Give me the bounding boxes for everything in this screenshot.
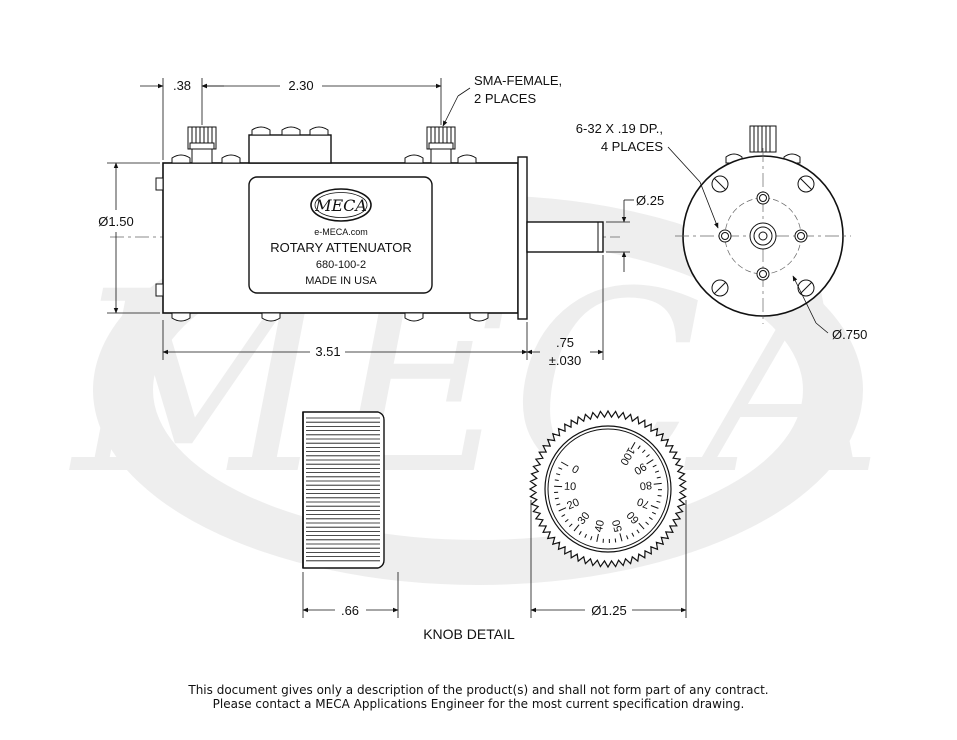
plate-origin: MADE IN USA bbox=[305, 275, 377, 287]
plate-part-number: 680-100-2 bbox=[316, 259, 366, 271]
sma-connector-left bbox=[187, 126, 217, 164]
knob-detail-title: KNOB DETAIL bbox=[423, 626, 515, 642]
dim-shaft-diameter: Ø.25 bbox=[636, 193, 664, 208]
disclaimer-line2: Please contact a MECA Applications Engin… bbox=[212, 697, 745, 711]
top-block bbox=[248, 134, 332, 164]
side-view: MECA e-MECA.com ROTARY ATTENUATOR 680-10… bbox=[110, 126, 620, 322]
end-view: 6-32 X .19 DP., 4 PLACES Ø.750 bbox=[576, 121, 868, 342]
plate-product: ROTARY ATTENUATOR bbox=[270, 240, 412, 255]
dial-number: 80 bbox=[639, 478, 652, 491]
knob-side-view: .66 bbox=[302, 411, 399, 618]
dial-number: 70 bbox=[636, 495, 652, 511]
sma-connector-right bbox=[426, 126, 456, 164]
dial-number: 90 bbox=[632, 460, 649, 477]
label-plate bbox=[248, 176, 433, 294]
disclaimer-line1: This document gives only a description o… bbox=[188, 683, 769, 697]
plate-url: e-MECA.com bbox=[314, 227, 368, 237]
dim-left-offset: .38 bbox=[173, 78, 191, 93]
tapped-holes bbox=[718, 191, 808, 281]
callout-sma-line2: 2 PLACES bbox=[474, 91, 536, 106]
dim-body-length: 3.51 bbox=[315, 344, 340, 359]
shaft bbox=[526, 221, 604, 253]
dial-number: 10 bbox=[564, 481, 577, 494]
dim-shaft-length: .75 bbox=[556, 335, 574, 350]
side-view-dimension-text: .38 2.30 Ø1.50 3.51 .75 ±.030 Ø.25 SMA-F… bbox=[98, 73, 664, 368]
dial-number: 0 bbox=[569, 463, 580, 476]
dim-shaft-tolerance: ±.030 bbox=[549, 353, 581, 368]
dial-number: 20 bbox=[565, 496, 581, 512]
callout-hole-line2: 4 PLACES bbox=[601, 139, 663, 154]
plate-logo: MECA bbox=[310, 188, 372, 222]
dial-number: 30 bbox=[576, 510, 593, 527]
side-view-dimensions bbox=[107, 78, 634, 360]
dim-connector-spacing: 2.30 bbox=[288, 78, 313, 93]
dim-knob-diameter: Ø1.25 bbox=[591, 603, 626, 618]
callout-hole-line1: 6-32 X .19 DP., bbox=[576, 121, 663, 136]
disclaimer: This document gives only a description o… bbox=[0, 683, 957, 711]
dim-knob-width: .66 bbox=[341, 603, 359, 618]
body-flange bbox=[517, 156, 528, 320]
callout-sma-line1: SMA-FEMALE, bbox=[474, 73, 562, 88]
dim-bolt-circle: Ø.750 bbox=[832, 327, 867, 342]
dial-number: 40 bbox=[593, 519, 607, 533]
plate-logo-text: MECA bbox=[314, 196, 367, 215]
dial-number: 50 bbox=[610, 518, 625, 533]
dim-body-diameter: Ø1.50 bbox=[98, 214, 133, 229]
